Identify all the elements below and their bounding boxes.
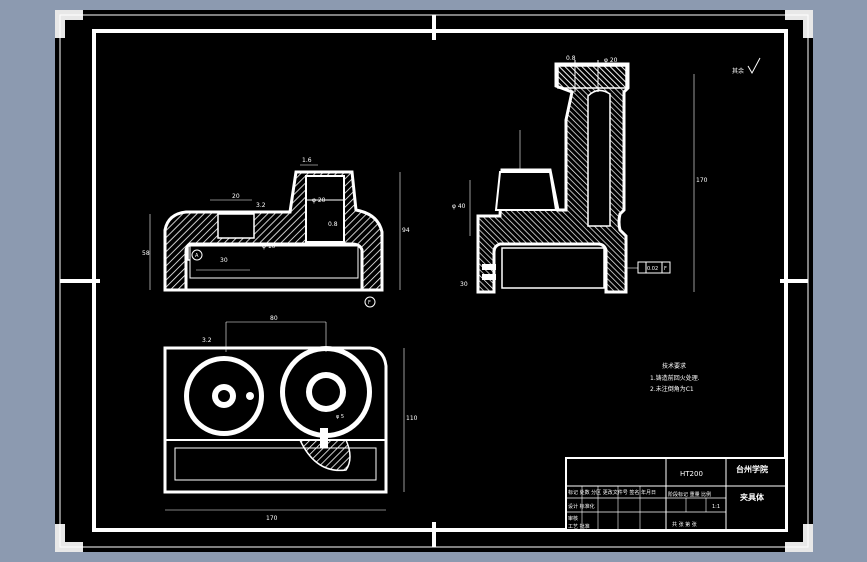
tolerance-frame: 0.02 F: [626, 261, 671, 274]
svg-text:1:1: 1:1: [712, 504, 720, 510]
svg-text:φ 5: φ 5: [336, 414, 344, 420]
svg-text:阶段标记 重量 比例: 阶段标记 重量 比例: [668, 491, 711, 498]
svg-text:110: 110: [406, 415, 418, 422]
svg-text:0.8: 0.8: [566, 55, 576, 62]
svg-text:F: F: [664, 266, 667, 272]
svg-text:共 张 第 张: 共 张 第 张: [672, 521, 697, 528]
svg-text:A: A: [195, 253, 199, 259]
svg-text:夹具体: 夹具体: [740, 492, 765, 502]
top-view: 3.2 80 170 110 φ 5: [163, 315, 418, 522]
svg-text:台州学院: 台州学院: [736, 464, 768, 474]
svg-text:30: 30: [460, 281, 468, 288]
svg-text:94: 94: [402, 227, 410, 234]
svg-text:0.8: 0.8: [328, 221, 338, 228]
front-view: 1.6 20 3.2 φ 20 0.8 φ 10 30 58 94 A F: [142, 157, 410, 308]
title-block: HT200 台州学院 夹具体 1:1 标记 处数 分区 更改文件号 签名 年月日…: [565, 457, 787, 531]
svg-text:1.铸造前回火处理.: 1.铸造前回火处理.: [650, 374, 700, 382]
svg-text:工艺 批准: 工艺 批准: [568, 523, 590, 530]
svg-text:F: F: [368, 300, 371, 306]
svg-text:其余: 其余: [732, 67, 744, 75]
roughness-symbol: 其余: [732, 57, 761, 75]
svg-text:φ 20: φ 20: [312, 197, 326, 204]
svg-text:3.2: 3.2: [256, 202, 266, 209]
svg-text:80: 80: [270, 315, 278, 322]
svg-text:技术要求: 技术要求: [662, 362, 686, 370]
svg-text:φ 20: φ 20: [604, 57, 618, 64]
svg-text:170: 170: [266, 515, 278, 522]
svg-text:30: 30: [220, 257, 228, 264]
svg-text:170: 170: [696, 177, 708, 184]
svg-text:1.6: 1.6: [302, 157, 312, 164]
svg-text:58: 58: [142, 250, 150, 257]
svg-text:设计 标准化: 设计 标准化: [568, 503, 595, 510]
svg-text:HT200: HT200: [680, 470, 703, 478]
svg-text:20: 20: [232, 193, 240, 200]
svg-text:3.2: 3.2: [202, 337, 212, 344]
side-view: φ 20 0.8 φ 40 30 170 0.02 F: [452, 55, 708, 294]
svg-text:φ 10: φ 10: [262, 243, 276, 250]
svg-text:φ 40: φ 40: [452, 203, 466, 210]
svg-text:2.未注倒角为C1: 2.未注倒角为C1: [650, 385, 694, 393]
svg-text:0.02: 0.02: [647, 266, 658, 272]
technical-requirements: 技术要求 1.铸造前回火处理. 2.未注倒角为C1: [650, 362, 700, 393]
svg-text:标记 处数 分区 更改文件号 签名 年月日: 标记 处数 分区 更改文件号 签名 年月日: [568, 489, 656, 496]
svg-text:审核: 审核: [568, 515, 578, 522]
